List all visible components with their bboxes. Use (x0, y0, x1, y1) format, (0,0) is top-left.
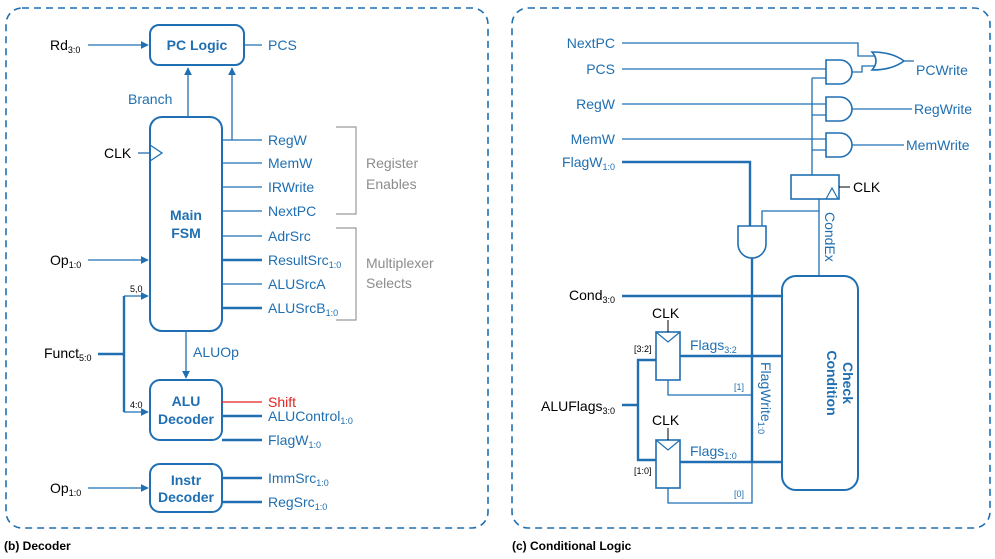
fsm-output-label: MemW (268, 155, 313, 171)
alu-output-label: Shift (268, 394, 296, 410)
flags-hi-clk: CLK (652, 305, 680, 321)
alu-decoder-box (149, 379, 223, 441)
condex-label: CondEx (822, 212, 838, 262)
pcwrite-output: PCWrite (916, 62, 968, 78)
regw-input: RegW (576, 96, 616, 112)
clk-input-label: CLK (104, 145, 132, 161)
flagw-and-gate (737, 225, 767, 259)
pc-logic-label: PC Logic (167, 37, 228, 53)
cond-input: Cond3:0 (569, 287, 615, 305)
bit1-label: [1] (734, 382, 744, 392)
nextpc-input: NextPC (567, 35, 615, 51)
instr-decoder-box (149, 463, 223, 513)
flags-hi-register (655, 331, 681, 381)
branch-label: Branch (128, 91, 172, 107)
alu-output-label: FlagW1:0 (268, 432, 321, 450)
aluop-label: ALUOp (193, 344, 239, 360)
instr-output-label: ImmSrc1:0 (268, 470, 329, 488)
decoder-caption: (b) Decoder (4, 539, 71, 553)
memw-input: MemW (571, 131, 616, 147)
bit-lo-label: [1:0] (634, 466, 652, 476)
pcs-output-label: PCS (268, 37, 297, 53)
fsm-output-label: NextPC (268, 203, 316, 219)
fsm-output-label: RegW (268, 132, 308, 148)
cond-panel-frame (511, 7, 991, 529)
cond-caption: (c) Conditional Logic (512, 539, 632, 553)
op-input-label: Op1:0 (50, 252, 81, 270)
pcs-input: PCS (586, 61, 615, 77)
memwrite-and-gate (825, 132, 853, 158)
funct-lo-bits: 4:0 (130, 400, 143, 410)
decoder-panel-frame (5, 7, 489, 529)
regwrite-output: RegWrite (914, 101, 972, 117)
memwrite-output: MemWrite (906, 137, 970, 153)
fsm-output-label: AdrSrc (268, 228, 311, 244)
flags-lo-label: Flags1:0 (690, 443, 737, 461)
condition-check-box (781, 275, 859, 491)
flags-lo-clk: CLK (652, 412, 680, 428)
flagwrite-label: FlagWrite1:0 (756, 362, 774, 434)
condition-check-label: ConditionCheck (824, 350, 856, 415)
rd-input-label: Rd3:0 (50, 37, 80, 55)
fsm-output-label: ResultSrc1:0 (268, 252, 341, 270)
fsm-output-label: IRWrite (268, 179, 314, 195)
instr-output-label: RegSrc1:0 (268, 494, 327, 512)
flagw-input: FlagW1:0 (562, 154, 615, 172)
condex-register (790, 174, 840, 200)
pcwrite-or-gate (870, 51, 906, 71)
bit0-label: [0] (734, 489, 744, 499)
flags-lo-register (655, 439, 681, 489)
pcs-and-gate (825, 59, 853, 85)
fsm-output-label: ALUSrcA (268, 276, 326, 292)
fsm-output-label: ALUSrcB1:0 (268, 300, 338, 318)
main-fsm-box (149, 116, 223, 332)
op2-input-label: Op1:0 (50, 480, 81, 498)
funct-hi-bits: 5,0 (130, 284, 143, 294)
regwrite-and-gate (825, 96, 853, 122)
bit-hi-label: [3:2] (634, 344, 652, 354)
flags-hi-label: Flags3:2 (690, 337, 737, 355)
aluflags-input: ALUFlags3:0 (541, 398, 615, 416)
condex-clk: CLK (853, 179, 881, 195)
alu-output-label: ALUControl1:0 (268, 408, 353, 426)
funct-input-label: Funct5:0 (44, 345, 92, 363)
clk-triangle (149, 144, 164, 162)
